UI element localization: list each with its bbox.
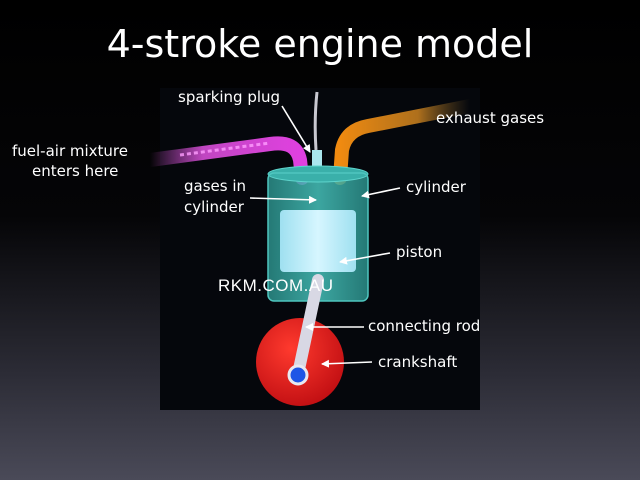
arrow-cylinder (361, 187, 401, 199)
label-sparking-plug: sparking plug (178, 88, 281, 106)
label-fuel-air-mixture: fuel-air mixture (12, 142, 129, 160)
label-connecting-rod: connecting rod (368, 317, 481, 335)
label-exhaust-gases: exhaust gases (436, 109, 545, 127)
label-crankshaft: crankshaft (378, 353, 458, 371)
label-cylinder: cylinder (406, 178, 466, 196)
label-gases-in: gases in (184, 177, 247, 195)
watermark: RKM.COM.AU (218, 276, 334, 295)
spark-plug (312, 91, 322, 174)
label-enters-here: enters here (32, 162, 119, 180)
piston (280, 210, 356, 272)
exhaust-pipe (333, 99, 477, 185)
arrow-sparking-plug (281, 105, 311, 153)
label-gases-cylinder: cylinder (184, 198, 244, 216)
callout-arrows (249, 105, 401, 368)
arrow-piston (339, 252, 391, 265)
arrow-gases (249, 195, 317, 204)
label-piston: piston (396, 243, 443, 261)
crank-pin (287, 364, 309, 386)
slide-title: 4-stroke engine model (106, 22, 534, 66)
arrow-crankshaft (321, 359, 373, 368)
intake-pipe (143, 136, 309, 185)
